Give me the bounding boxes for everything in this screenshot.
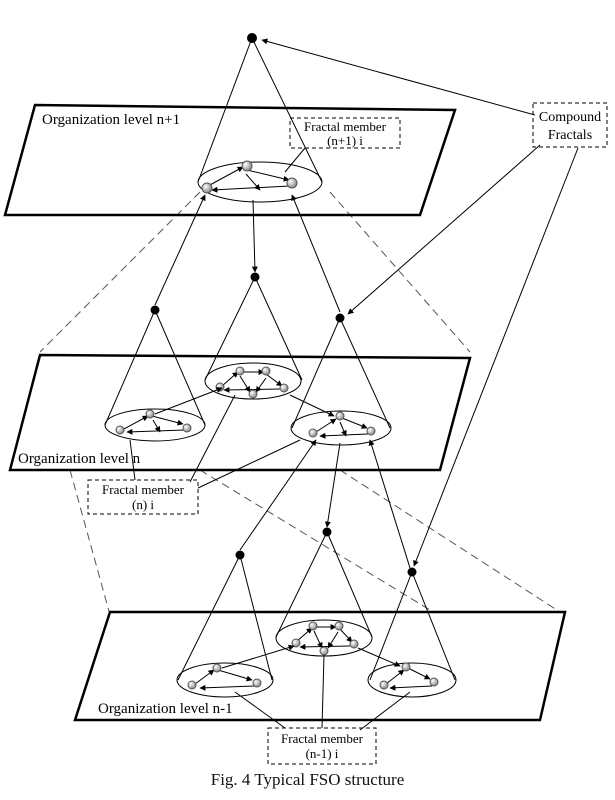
- fractal-member-bot-box: [267, 727, 377, 765]
- node: [252, 678, 262, 688]
- fractal-member-top-line2: (n+1) i: [327, 133, 363, 148]
- node: [115, 425, 125, 435]
- mid-cone-centre: [204, 276, 303, 400]
- fractal-member-mid-line2: (n) i: [132, 497, 154, 512]
- node: [187, 680, 197, 690]
- node: [261, 366, 271, 376]
- top-cluster-edges: [207, 166, 291, 193]
- compound-arrows: [261, 38, 579, 567]
- node: [366, 426, 376, 436]
- bot-centre-apex-node: [322, 527, 332, 537]
- mid-cone-left: [104, 309, 206, 442]
- node: [334, 621, 344, 631]
- figure-caption: Fig. 4 Typical FSO structure: [210, 770, 405, 789]
- mid-cone-right: [289, 317, 392, 446]
- plane-level-n-plus-1: [3, 103, 457, 217]
- node: [335, 411, 345, 421]
- node: [212, 663, 222, 673]
- bot-left-apex-node: [235, 550, 245, 560]
- node: [308, 621, 318, 631]
- fractal-member-top-line1: Fractal member: [304, 119, 387, 134]
- node: [429, 677, 439, 687]
- mid-right-apex-node: [335, 313, 345, 323]
- label-level-n-plus-1: Organization level n+1: [42, 112, 180, 128]
- node: [279, 383, 289, 393]
- node: [248, 389, 258, 399]
- node: [401, 662, 411, 672]
- mid-left-apex-node: [150, 305, 160, 315]
- label-level-n: Organization level n: [18, 451, 141, 467]
- node: [235, 366, 245, 376]
- fractal-member-mid-box: [87, 479, 199, 515]
- fractal-member-bot-line2: (n-1) i: [306, 746, 339, 761]
- bot-cone-left: [176, 554, 274, 698]
- node: [349, 639, 359, 649]
- plane-level-n-minus-1: [73, 610, 567, 722]
- fractal-member-mid-pointers: [129, 394, 301, 489]
- bot-cone-centre: [275, 531, 373, 657]
- top-to-mid-links: [154, 194, 341, 313]
- node: [308, 428, 318, 438]
- link-left-centre: [154, 387, 223, 415]
- label-level-n-minus-1: Organization level n-1: [98, 701, 233, 717]
- compound-line1: Compound: [539, 110, 601, 125]
- bot-cone-right: [357, 571, 457, 698]
- mid-to-bot-links: [239, 439, 411, 569]
- top-apex-node: [247, 33, 257, 43]
- fractal-member-mid-line1: Fractal member: [102, 482, 185, 497]
- bot-right-apex-node: [407, 567, 417, 577]
- plane-level-n: [8, 353, 472, 472]
- compound-fractals-box: [532, 102, 608, 148]
- node: [286, 177, 298, 189]
- node: [379, 680, 389, 690]
- node: [201, 182, 213, 194]
- mid-centre-apex-node: [250, 272, 260, 282]
- compound-line2: Fractals: [548, 128, 592, 143]
- fractal-member-bot-pointers: [234, 654, 411, 731]
- projection-lines: [39, 191, 561, 616]
- node: [241, 160, 253, 172]
- node: [145, 409, 155, 419]
- fractal-member-bot-line1: Fractal member: [281, 731, 364, 746]
- top-cone: [197, 37, 323, 203]
- link-bot-left-centre: [221, 644, 295, 669]
- node: [319, 646, 329, 656]
- node: [182, 423, 192, 433]
